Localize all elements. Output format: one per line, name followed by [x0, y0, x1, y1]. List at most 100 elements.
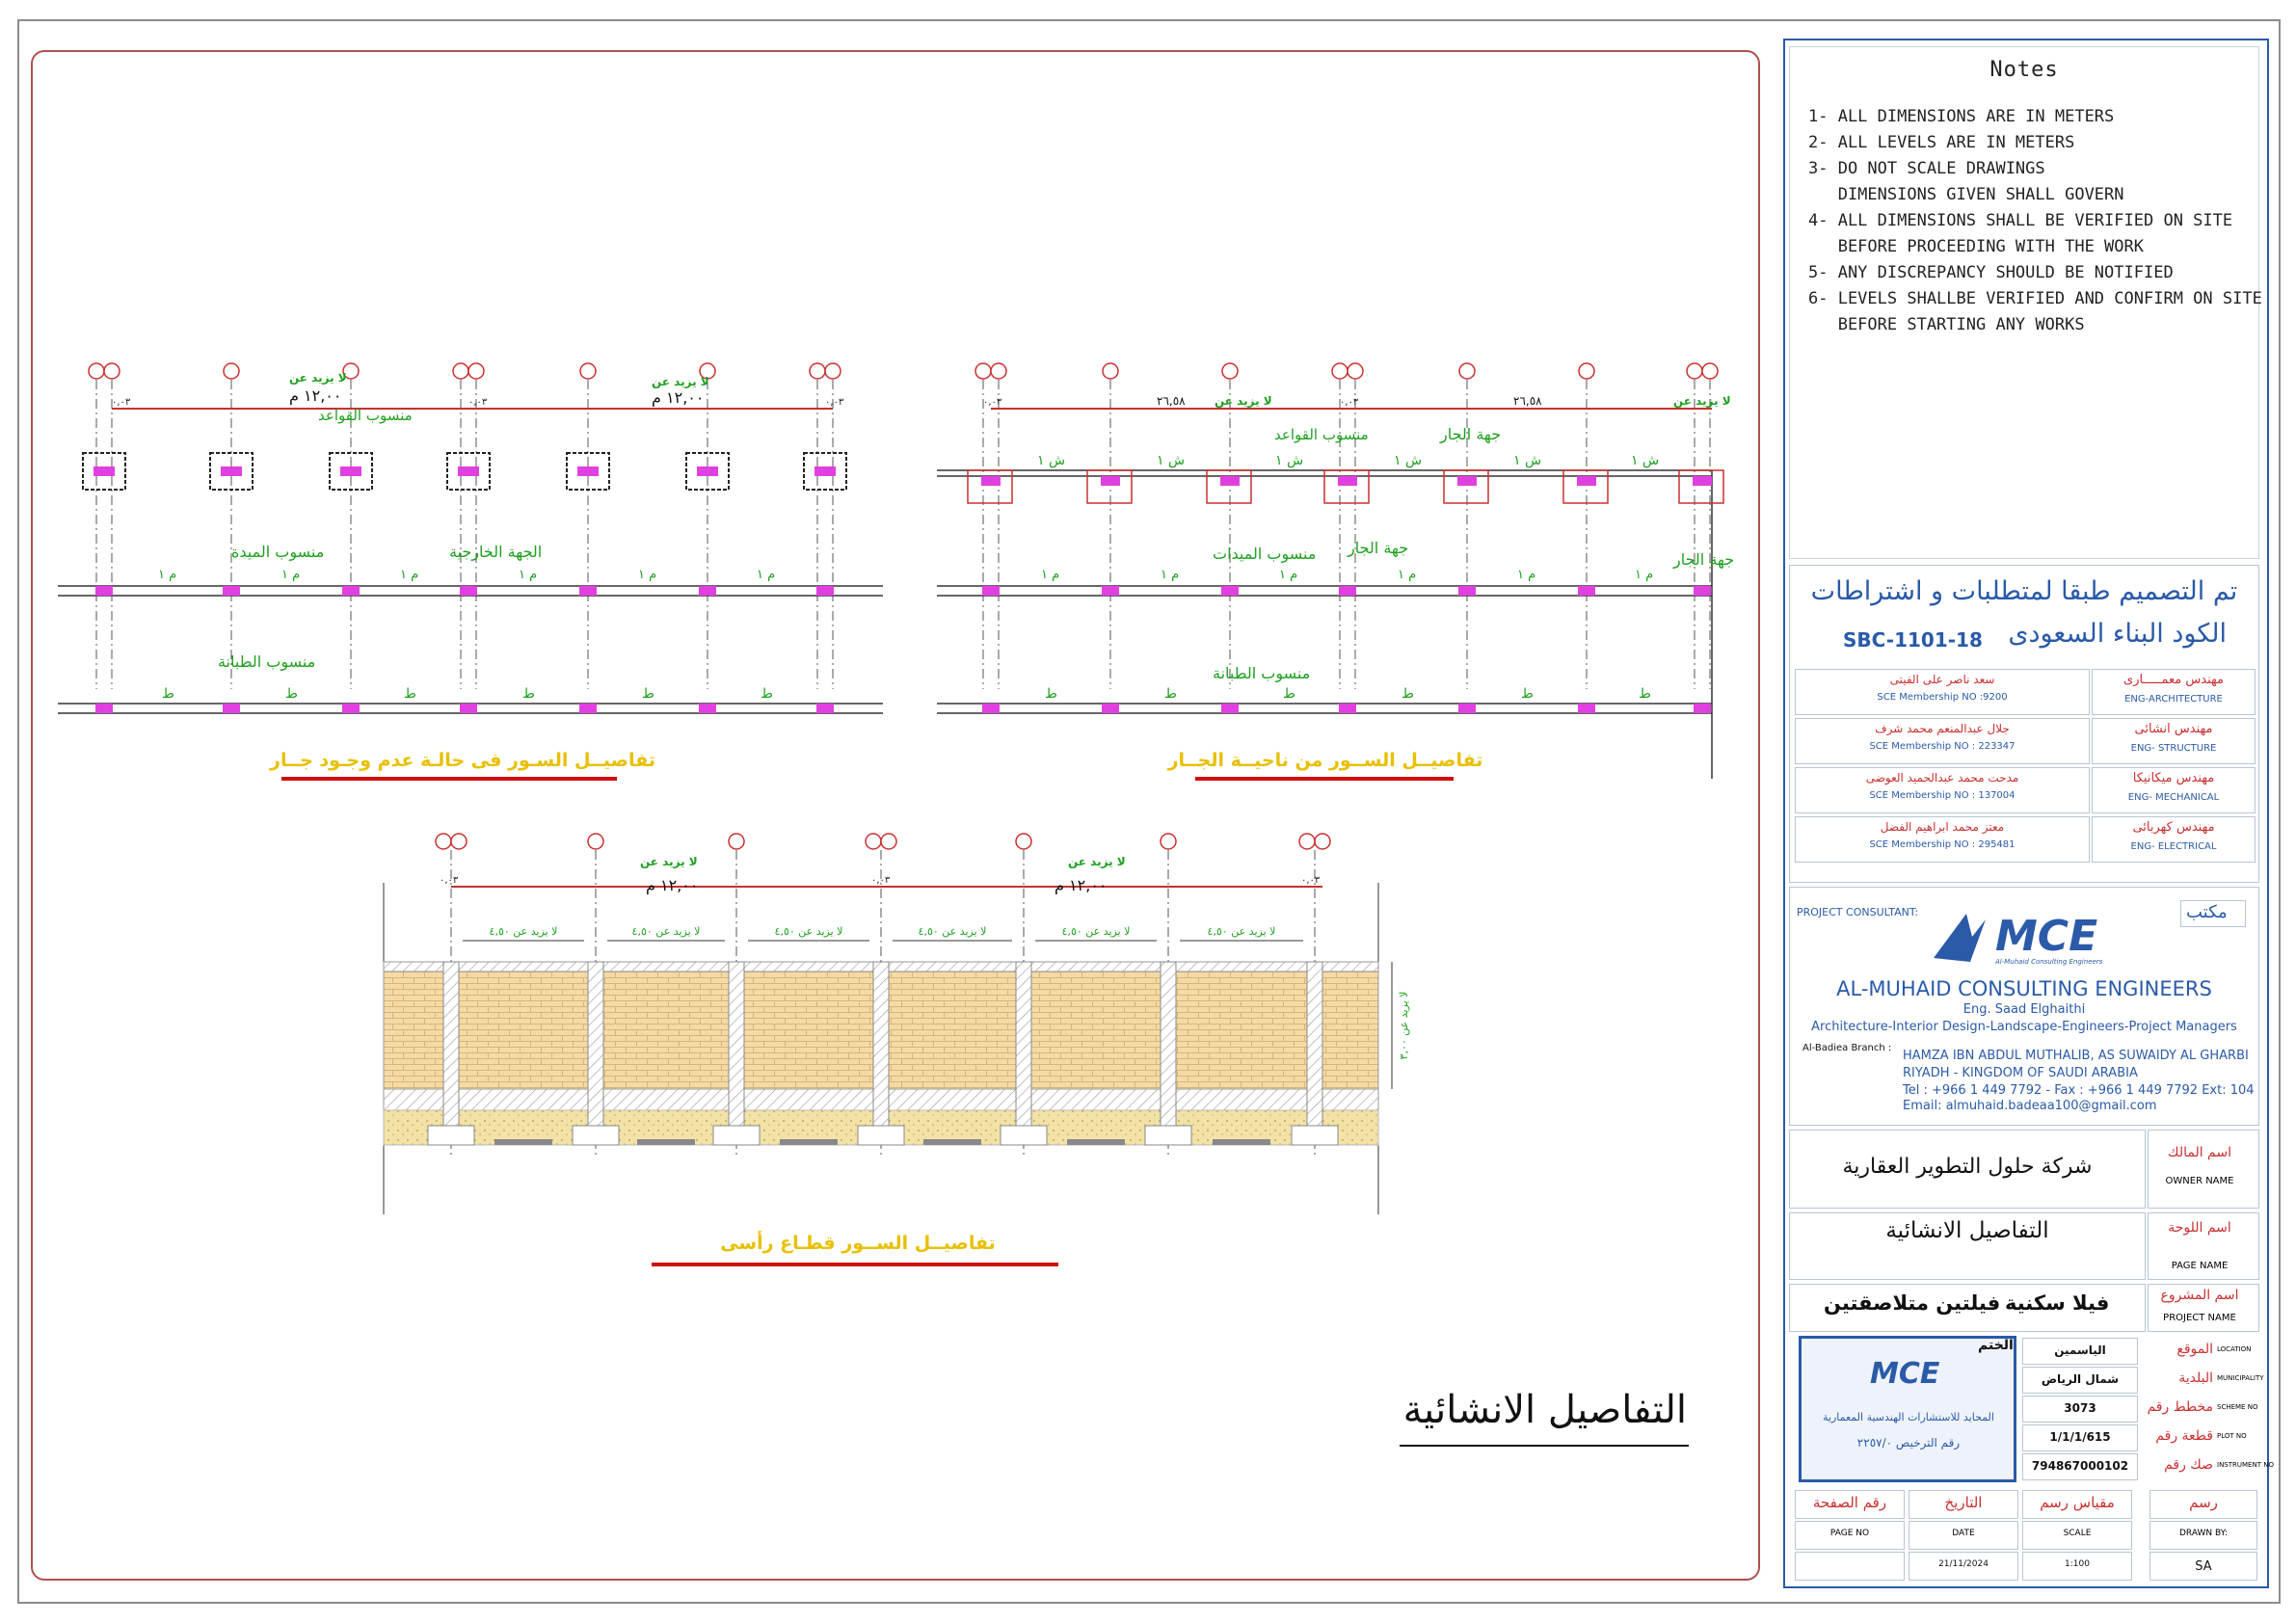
consultant-box [1789, 887, 2259, 1126]
max-label: لا يزيد عن [1068, 855, 1126, 868]
footer-label-cell [1909, 1490, 2018, 1519]
address-line2: RIYADH - KINGDOM OF SAUDI ARABIA [1903, 1066, 2138, 1080]
engineer-membership: SCE Membership NO :9200 [1877, 692, 2008, 703]
beam-joint [460, 586, 477, 596]
grid-bubble [990, 362, 1007, 380]
beam-joint [1458, 586, 1476, 596]
drawing-area-border [31, 50, 1760, 1581]
title-block [1783, 39, 2269, 1588]
site-value: الياسمين [2054, 1344, 2106, 1357]
site-value-cell [2022, 1338, 2138, 1365]
sheet-title: التفاصيل الانشائية [1403, 1388, 1687, 1432]
beam-tag: م ١ [1161, 568, 1179, 582]
level-tag: ٠,٠٣ [112, 397, 131, 408]
footing [1678, 469, 1724, 504]
grid-bubble [1102, 362, 1119, 380]
label-outer: الجهة الخارجية [449, 543, 542, 562]
project-label-en: PROJECT NAME [2163, 1313, 2236, 1323]
site-label-ar: الموقع [2176, 1342, 2213, 1357]
footing [1086, 469, 1133, 504]
blind-tag: ط [1164, 686, 1177, 702]
engineer-role-ar: مهندس معمـــــارى [2123, 673, 2224, 687]
footing [1206, 469, 1252, 504]
engineer-role-cell [2092, 816, 2256, 863]
section-column [728, 961, 745, 1146]
panel-dim-label: لا يزيد عن ٤,٥٠ [775, 925, 843, 938]
max-label: لا يزيد عن [1673, 394, 1731, 408]
blinding-joint [1102, 704, 1119, 713]
beam-joint [223, 586, 240, 596]
blind-tag: ط [1402, 686, 1414, 702]
panel-dim-label: لا يزيد عن ٤,٥٠ [1062, 925, 1131, 938]
note-item: BEFORE PROCEEDING WITH THE WORK [1808, 237, 2144, 256]
footing [1323, 469, 1370, 504]
stamp-line2: رقم الترخيص ٢٢٥٧/٠ [1856, 1436, 1961, 1450]
site-value-cell [2022, 1396, 2138, 1423]
page-name-label-box [2148, 1212, 2259, 1280]
project-label-ar: اسم المشروع [2160, 1288, 2239, 1303]
max-label: لا يزيد عن [289, 371, 347, 385]
site-label-en: MUNICIPALITY [2217, 1374, 2264, 1382]
page-name-value: التفاصيل الانشائية [1885, 1218, 2049, 1243]
tie-tag: ش ١ [1394, 453, 1422, 468]
column [1577, 476, 1596, 486]
beam-tag: م ١ [400, 568, 418, 582]
site-label-en: LOCATION [2217, 1345, 2252, 1353]
beam-tag: م ١ [158, 568, 176, 582]
grid-bubble [865, 833, 882, 850]
footing [803, 452, 847, 491]
column [1693, 476, 1712, 486]
footing-slab [923, 1139, 981, 1145]
engineer-name: مدحت محمد عبدالحميد العوضى [1865, 771, 2019, 785]
engineer-role-cell [2092, 718, 2256, 764]
footer-en-cell [2149, 1521, 2257, 1550]
tie-tag: ش ١ [1513, 453, 1541, 468]
label-footings: منسوب القواعد [1274, 426, 1369, 443]
note-item: 2- ALL LEVELS ARE IN METERS [1808, 133, 2075, 152]
note-item: BEFORE STARTING ANY WORKS [1808, 315, 2085, 334]
grid-bubble [1015, 833, 1032, 850]
compliance-line1: تم التصميم طبقا لمتطلبات و اشتراطات [1810, 576, 2238, 606]
footing [685, 452, 730, 491]
engineer-role-ar: مهندس كهربائى [2132, 820, 2215, 835]
footer-label-cell [1795, 1490, 1905, 1519]
blind-tag: ط [404, 686, 416, 702]
footing [82, 452, 126, 491]
footer-drawn-label-en: DRAWN BY: [2179, 1529, 2228, 1538]
footing-slab [637, 1139, 695, 1145]
sbc-code: SBC-1101-18 [1843, 628, 1983, 652]
blind-tag: ط [1521, 686, 1534, 702]
footer-page_no-label-ar: رقم الصفحة [1812, 1494, 1887, 1511]
blinding-joint [1458, 704, 1476, 713]
label-beam: منسوب الميدة [231, 543, 324, 562]
max-label: لا يزيد عن [652, 375, 709, 388]
beam-tag: م ١ [757, 568, 775, 582]
footer-label-cell [2149, 1490, 2257, 1519]
project-value1: فيلا سكنية [2005, 1291, 2110, 1315]
label-neighbor: جهة الجار [1439, 425, 1501, 444]
engineer-role-en: ENG- STRUCTURE [2130, 743, 2217, 754]
beam-joint [1221, 586, 1239, 596]
engineer-name: معتز محمد ابراهيم الفضل [1880, 820, 2005, 834]
engineer-role-cell [2092, 669, 2256, 715]
footing-slab [780, 1139, 838, 1145]
tie-tag: ش ١ [1631, 453, 1659, 468]
detail2-title: تفاصيــل الســور من ناحيــة الجــار [1167, 750, 1483, 771]
blinding-joint [1578, 704, 1595, 713]
level-tag: ٠,٠٣ [1340, 397, 1359, 408]
site-label-ar: مخطط رقم [2147, 1399, 2213, 1415]
span-label: ١٢,٠٠ م [1055, 876, 1107, 894]
beam-joint [982, 586, 1000, 596]
beam-joint [342, 586, 360, 596]
span-label: ١٢,٠٠ م [289, 386, 341, 405]
site-value-cell [2022, 1367, 2138, 1394]
engineer-membership: SCE Membership NO : 223347 [1869, 741, 2016, 752]
blinding-joint [579, 704, 597, 713]
column [981, 476, 1001, 486]
panel-dim-label: لا يزيد عن ٤,٥٠ [1208, 925, 1276, 938]
engineer-name-cell [1795, 767, 2090, 813]
label-blinding: منسوب الطبانة [218, 652, 315, 672]
owner-value: شركة حلول التطوير العقارية [1842, 1155, 2093, 1179]
footer-date-label-en: DATE [1952, 1529, 1975, 1538]
